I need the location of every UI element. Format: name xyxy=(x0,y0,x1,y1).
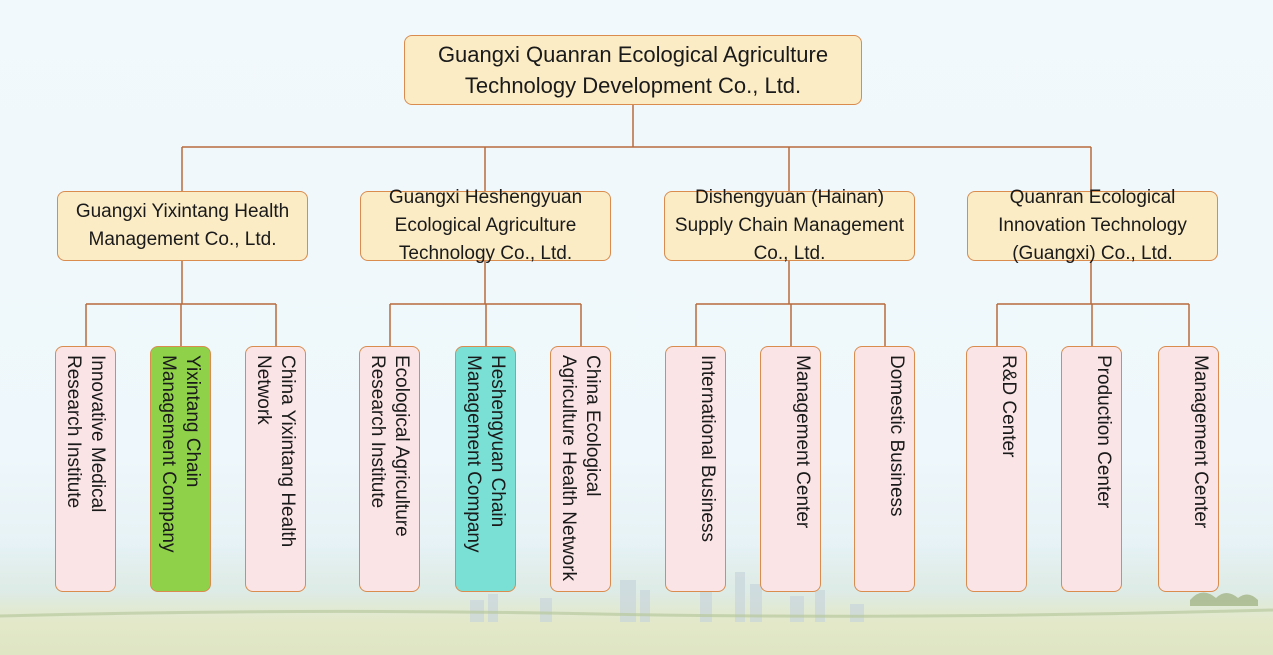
unit-label: China Yixintang Health Network xyxy=(253,355,298,548)
unit-label: R&D Center xyxy=(998,355,1019,458)
unit-label: China Ecological Agriculture Health Netw… xyxy=(558,355,603,581)
division-box-dishengyuan: Dishengyuan (Hainan) Supply Chain Manage… xyxy=(664,187,915,264)
division-name: Guangxi Heshengyuan Ecological Agricultu… xyxy=(388,187,583,264)
division-name: Guangxi Yixintang Health Management Co.,… xyxy=(75,201,290,250)
unit-box: Management Center xyxy=(1158,346,1219,592)
unit-label: Management Center xyxy=(792,355,813,529)
unit-box: Yixintang Chain Management Company xyxy=(150,346,211,592)
unit-box: China Yixintang Health Network xyxy=(245,346,306,592)
unit-box: Innovative Medical Research Institute xyxy=(55,346,116,592)
unit-box: Ecological Agriculture Research Institut… xyxy=(359,346,420,592)
division-box-quanran-innovation: Quanran Ecological Innovation Technology… xyxy=(967,187,1218,264)
unit-label: International Business xyxy=(697,355,718,542)
unit-label: Heshengyuan Chain Management Company xyxy=(463,355,508,553)
unit-label: Production Center xyxy=(1093,355,1114,509)
unit-box: R&D Center xyxy=(966,346,1027,592)
unit-box: Domestic Business xyxy=(854,346,915,592)
ground-background xyxy=(0,540,1273,655)
division-name: Dishengyuan (Hainan) Supply Chain Manage… xyxy=(674,187,905,264)
city-skyline-illustration xyxy=(0,572,1273,622)
root-company-box: Guangxi Quanran Ecological Agriculture T… xyxy=(404,35,862,105)
division-name: Quanran Ecological Innovation Technology… xyxy=(998,187,1187,264)
unit-label: Management Center xyxy=(1190,355,1211,529)
unit-label: Ecological Agriculture Research Institut… xyxy=(367,355,412,537)
unit-label: Yixintang Chain Management Company xyxy=(158,355,203,553)
root-company-name: Guangxi Quanran Ecological Agriculture T… xyxy=(437,42,829,98)
unit-label: Domestic Business xyxy=(886,355,907,517)
division-box-yixintang: Guangxi Yixintang Health Management Co.,… xyxy=(57,191,308,261)
unit-box: Production Center xyxy=(1061,346,1122,592)
unit-label: Innovative Medical Research Institute xyxy=(63,355,108,513)
unit-box: China Ecological Agriculture Health Netw… xyxy=(550,346,611,592)
unit-box: International Business xyxy=(665,346,726,592)
unit-box: Management Center xyxy=(760,346,821,592)
unit-box: Heshengyuan Chain Management Company xyxy=(455,346,516,592)
division-box-heshengyuan: Guangxi Heshengyuan Ecological Agricultu… xyxy=(360,187,611,264)
